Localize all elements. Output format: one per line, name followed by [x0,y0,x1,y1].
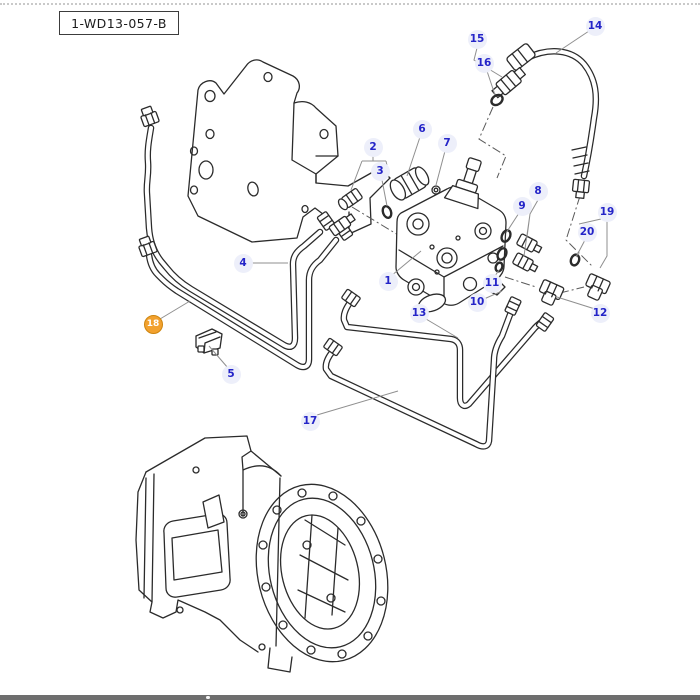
callout-19[interactable]: 19 [597,202,617,222]
part-oring-16 [490,93,504,107]
callout-8[interactable]: 8 [528,181,548,201]
part-bracket [187,59,391,243]
callout-1[interactable]: 1 [378,271,398,291]
callout-13[interactable]: 13 [409,303,429,323]
callout-20[interactable]: 20 [577,222,597,242]
part-pump [389,157,507,313]
part-pipe-assembly-4 [138,105,354,367]
callout-18[interactable]: 18 [143,314,163,334]
scrollbar-thumb[interactable] [206,696,210,699]
scrollbar-track[interactable] [0,695,700,700]
callout-9[interactable]: 9 [512,196,532,216]
leader-lines [159,30,608,416]
callout-11[interactable]: 11 [482,273,502,293]
part-fittings-right [494,229,611,306]
callout-4[interactable]: 4 [233,253,253,273]
part-number-text: 1-WD13-057-B [71,15,167,31]
callout-14[interactable]: 14 [585,16,605,36]
callout-6[interactable]: 6 [412,119,432,139]
part-fitting-15 [490,66,527,107]
callout-17[interactable]: 17 [300,411,320,431]
callout-2[interactable]: 2 [363,137,383,157]
part-number-label: 1-WD13-057-B [59,11,179,35]
callout-7[interactable]: 7 [437,133,457,153]
part-clamp-5 [195,328,223,356]
part-transmission-housing [135,435,389,673]
callout-15[interactable]: 15 [467,29,487,49]
part-pipes-13-17 [323,288,555,446]
top-dotted-border [0,3,700,5]
callout-12[interactable]: 12 [590,303,610,323]
part-hose-14 [506,43,596,200]
callout-16[interactable]: 16 [474,53,494,73]
callout-10[interactable]: 10 [467,292,487,312]
part-fittings-left [328,188,393,237]
callout-3[interactable]: 3 [370,161,390,181]
callout-5[interactable]: 5 [221,364,241,384]
